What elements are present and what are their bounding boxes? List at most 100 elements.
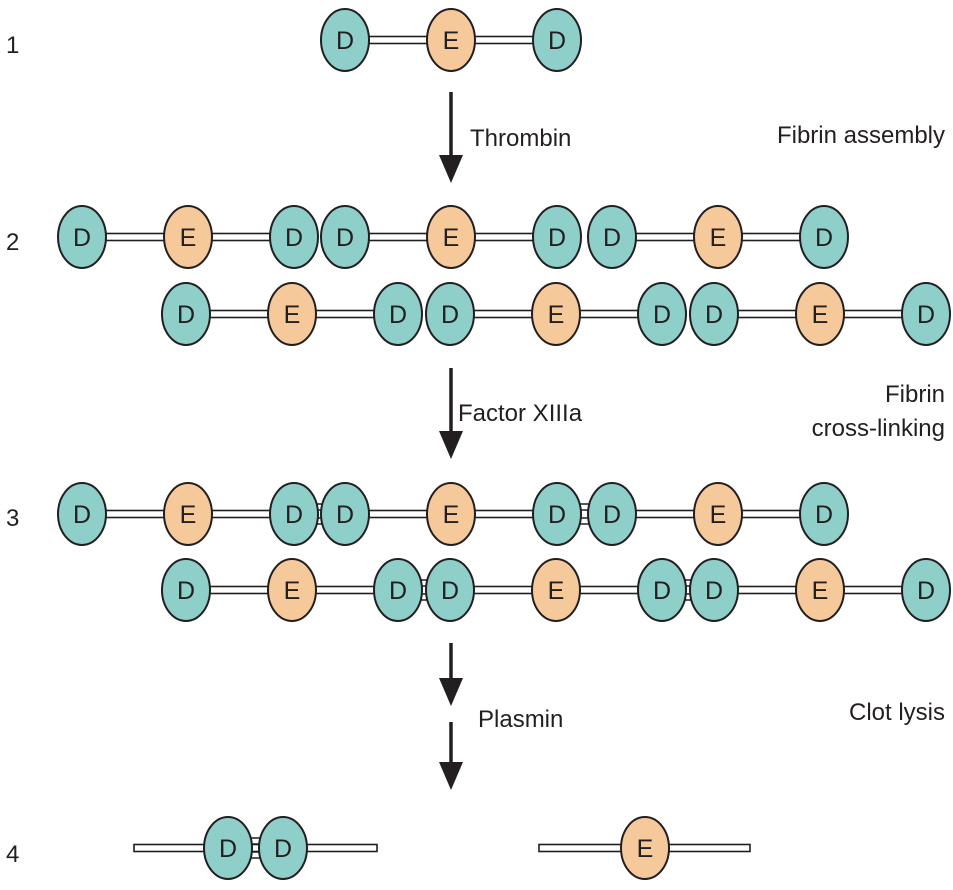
step4-d-right-letter: D: [274, 835, 292, 863]
step3-bottom-monomer-2-d-right-shape: [637, 558, 687, 622]
step3-bottom-monomer-3-d-left: D: [689, 558, 739, 622]
step3-bottom-monomer-2-e-center-letter: E: [548, 577, 565, 605]
step3-bottom-monomer-1-d-right-shape: [373, 558, 423, 622]
step2-top-monomer-3-e-center-shape: [693, 205, 743, 269]
arrow-thrombin: [439, 92, 463, 183]
step2-top-monomer-1-e-center-letter: E: [180, 224, 197, 252]
step2-top-monomer-1-d-right-letter: D: [285, 224, 303, 252]
step2-bottom-monomer-3-d-right: D: [901, 282, 951, 346]
enzyme-label-thrombin: Thrombin: [470, 125, 571, 152]
step1-monomer-e-center-letter: E: [443, 27, 460, 55]
step3-top-monomer-3-d-left-letter: D: [603, 501, 621, 529]
step2-bottom-monomer-3-d-left-shape: [689, 282, 739, 346]
step3-bottom-monomer-1-e-center: E: [267, 558, 317, 622]
step3-top-monomer-2-d-right-shape: [532, 482, 582, 546]
step2-bottom-monomer-2-e-center: E: [531, 282, 581, 346]
step2-bottom-monomer-1-d-right-letter: D: [389, 301, 407, 329]
step1-monomer-e-center: E: [426, 8, 476, 72]
step2-top-monomer-2-e-center-shape: [426, 205, 476, 269]
step3-top-monomer-2-e-center-shape: [426, 482, 476, 546]
step3-bottom-monomer-1-d-left: D: [161, 558, 211, 622]
step2-bottom-monomer-2-e-center-letter: E: [548, 301, 565, 329]
step2-bottom-monomer-2-d-right-letter: D: [653, 301, 671, 329]
step3-bottom-monomer-3-e-center-letter: E: [812, 577, 829, 605]
step3-top-monomer-3-e-center: E: [693, 482, 743, 546]
step1-monomer-d-left-letter: D: [336, 27, 354, 55]
step3-bottom-monomer-2-d-right: D: [637, 558, 687, 622]
step3-top-monomer-1-d-right-shape: [269, 482, 319, 546]
step2-top-monomer-3-d-right-shape: [799, 205, 849, 269]
step2-top-monomer-2-d-right-shape: [532, 205, 582, 269]
step3-bottom-monomer-3-d-left-letter: D: [705, 577, 723, 605]
step-number-1: 1: [6, 32, 19, 59]
step3-bottom-monomer-3-e-center-shape: [795, 558, 845, 622]
step4-d-left: D: [203, 816, 253, 880]
step3-top-monomer-3-d-left-shape: [587, 482, 637, 546]
step2-bottom-monomer-1-d-right: D: [373, 282, 423, 346]
step3-bottom-monomer-1-d-left-letter: D: [177, 577, 195, 605]
step2-bottom-monomer-3-d-left-letter: D: [705, 301, 723, 329]
step3-top-monomer-2-d-right-letter: D: [548, 501, 566, 529]
step1-monomer-d-right-shape: [532, 8, 582, 72]
step2-top-monomer-2-e-center-letter: E: [443, 224, 460, 252]
process-label-lysis: Clot lysis: [849, 699, 945, 726]
step3-bottom-monomer-1-d-left-shape: [161, 558, 211, 622]
step3-top-monomer-3-d-right: D: [799, 482, 849, 546]
step3-top-monomer-3-d-right-letter: D: [815, 501, 833, 529]
step3-bottom-monomer-1-e-center-letter: E: [284, 577, 301, 605]
step-number-3: 3: [6, 505, 19, 532]
step2-top-monomer-1-d-left-letter: D: [73, 224, 91, 252]
step3-top-monomer-1-d-right-letter: D: [285, 501, 303, 529]
step3-bottom-monomer-2-d-right-letter: D: [653, 577, 671, 605]
step1-monomer-d-left-shape: [320, 8, 370, 72]
step2-top-monomer-1-e-center-shape: [163, 205, 213, 269]
step2-bottom-monomer-3-e-center-letter: E: [812, 301, 829, 329]
step4-e-fragment-shape: [620, 816, 670, 880]
step3-bottom-monomer-1-d-right-letter: D: [389, 577, 407, 605]
step3-top-monomer-1-e-center-shape: [163, 482, 213, 546]
step4-e-fragment-letter: E: [637, 835, 654, 863]
step2-bottom-monomer-1-d-left: D: [161, 282, 211, 346]
step2-bottom-monomer-1-d-right-shape: [373, 282, 423, 346]
step2-bottom-monomer-2-e-center-shape: [531, 282, 581, 346]
step2-top-monomer-1-d-left-shape: [57, 205, 107, 269]
step4-d-left-shape: [203, 816, 253, 880]
step2-top-monomer-2-d-left: D: [320, 205, 370, 269]
step2-top-monomer-3-d-right: D: [799, 205, 849, 269]
arrow-plasmin-1: [439, 643, 463, 706]
step3-top-monomer-2-d-left-shape: [320, 482, 370, 546]
step2-top-monomer-1-d-left: D: [57, 205, 107, 269]
step3-top-monomer-2-d-left: D: [320, 482, 370, 546]
step3-bottom-monomer-2-d-left-letter: D: [441, 577, 459, 605]
step3-top-monomer-3-d-left: D: [587, 482, 637, 546]
step3-top-monomer-2-e-center: E: [426, 482, 476, 546]
step2-top-monomer-3-e-center-letter: E: [710, 224, 727, 252]
step2-top-monomer-2-d-right-letter: D: [548, 224, 566, 252]
step-number-2: 2: [6, 229, 19, 256]
step4-d-left-letter: D: [219, 835, 237, 863]
step2-bottom-monomer-2-d-right-shape: [637, 282, 687, 346]
step3-bottom-monomer-1-e-center-shape: [267, 558, 317, 622]
step3-bottom-monomer-3-d-left-shape: [689, 558, 739, 622]
step3-bottom-monomer-2-e-center-shape: [531, 558, 581, 622]
step2-bottom-monomer-3-e-center: E: [795, 282, 845, 346]
step3-bottom-monomer-2-e-center: E: [531, 558, 581, 622]
step3-top-monomer-1-e-center: E: [163, 482, 213, 546]
step3-top-monomer-3-e-center-letter: E: [710, 501, 727, 529]
step1-monomer-d-right-letter: D: [548, 27, 566, 55]
step4-e-fragment: E: [620, 816, 670, 880]
step1-monomer-d-right: D: [532, 8, 582, 72]
step2-top-monomer-3-d-left-letter: D: [603, 224, 621, 252]
step2-bottom-monomer-3-d-left: D: [689, 282, 739, 346]
step1-monomer-e-center-shape: [426, 8, 476, 72]
step3-top-monomer-1-d-left-letter: D: [73, 501, 91, 529]
step3-top-monomer-3-e-center-shape: [693, 482, 743, 546]
step2-bottom-monomer-1-e-center-shape: [267, 282, 317, 346]
process-label-crosslinking-line1: Fibrin: [885, 381, 945, 408]
step2-bottom-monomer-3-d-right-shape: [901, 282, 951, 346]
step2-bottom-monomer-3-e-center-shape: [795, 282, 845, 346]
step2-top-monomer-3-d-left: D: [587, 205, 637, 269]
step3-bottom-monomer-2-d-left-shape: [425, 558, 475, 622]
